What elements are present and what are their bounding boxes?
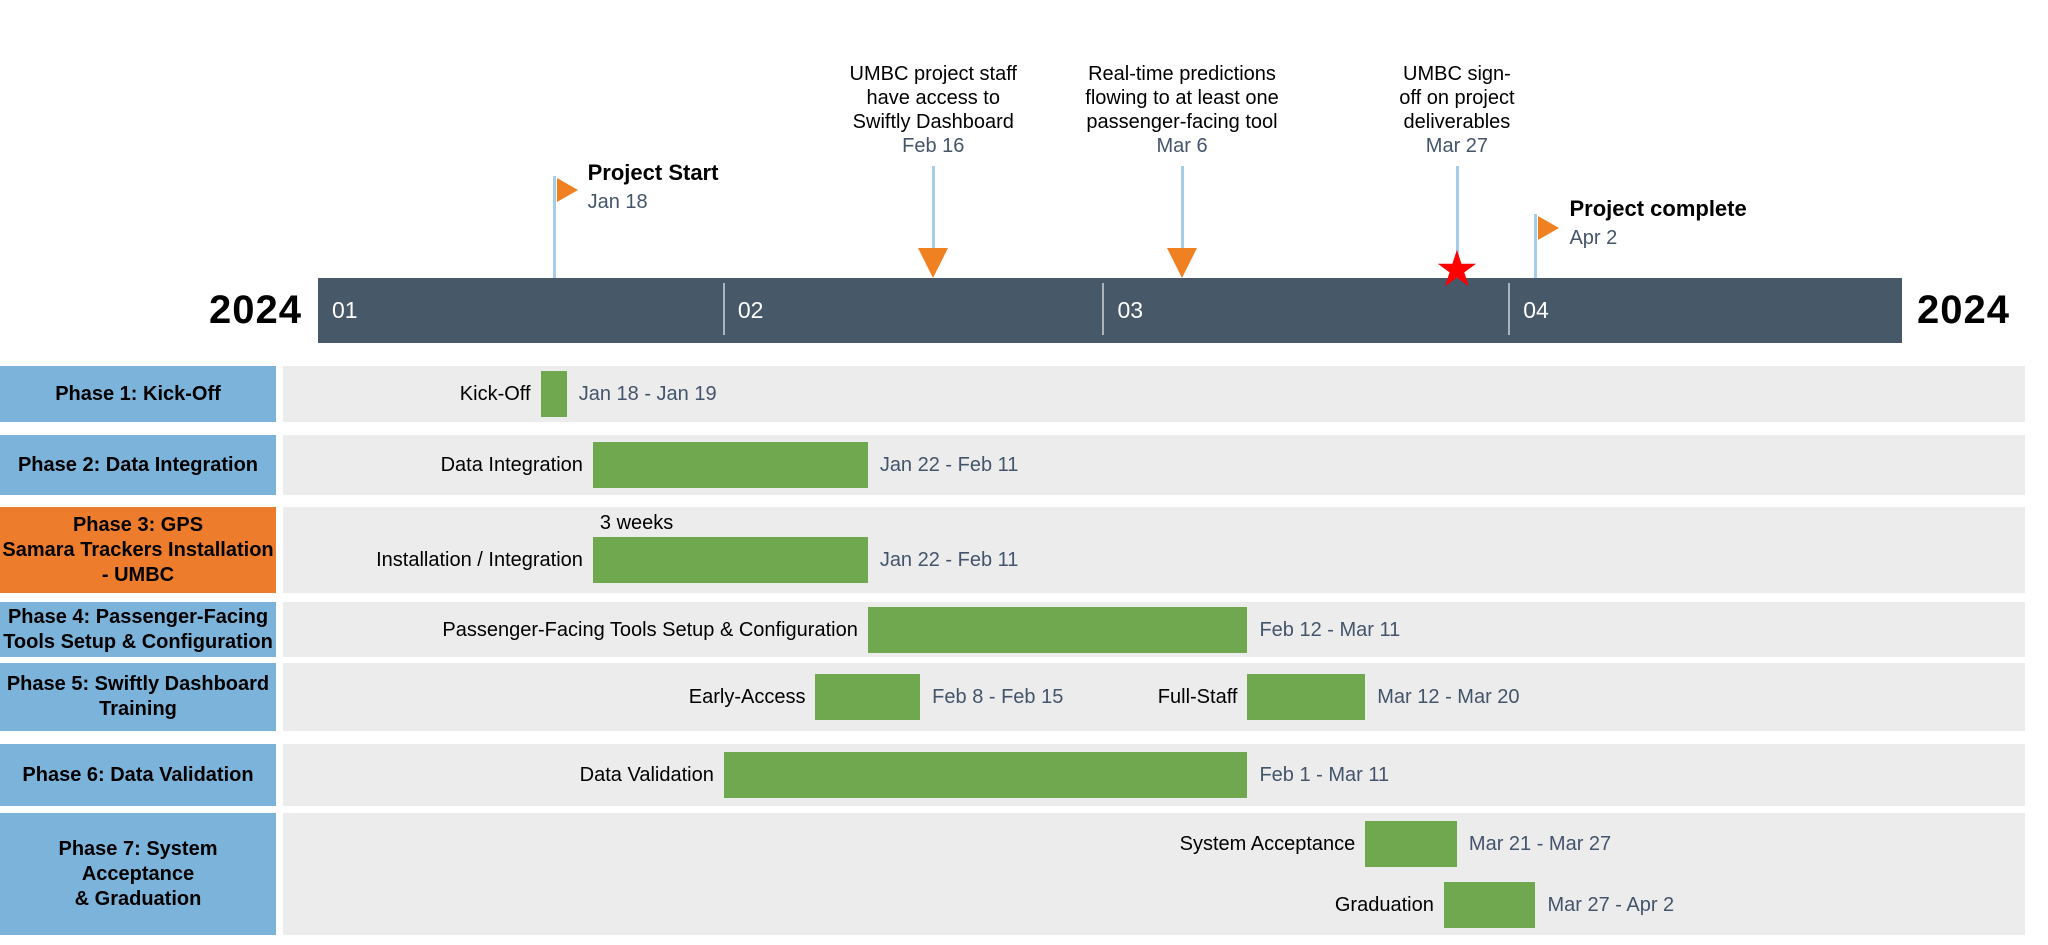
task-label-data-integration: Data Integration	[440, 454, 583, 476]
task-bar-data-integration	[592, 442, 868, 488]
task-bar-system-acceptance	[1365, 820, 1457, 867]
milestone-description-line: UMBC sign-	[1403, 63, 1511, 85]
milestone-description-line: UMBC project staff	[849, 63, 1017, 85]
task-dates-system-acceptance: Mar 21 - Mar 27	[1468, 832, 1612, 855]
phase-label-line: Training	[99, 698, 177, 720]
month-divider	[722, 283, 725, 335]
task-label-full-staff: Full-Staff	[1157, 686, 1238, 708]
phase-track-3	[283, 507, 2025, 593]
month-label-04: 04	[1523, 297, 1549, 323]
milestone-date: Feb 16	[902, 135, 965, 157]
task-dates-data-integration: Jan 22 - Feb 11	[879, 454, 1019, 476]
year-label-left: 2024	[209, 288, 302, 332]
phase-label-line: Tools Setup & Configuration	[3, 630, 273, 653]
task-dates-passenger-facing-tools-setup-configuration: Feb 12 - Mar 11	[1259, 618, 1401, 641]
month-divider	[1102, 283, 1105, 335]
task-label-graduation: Graduation	[1334, 893, 1434, 916]
milestone-description-line: off on project	[1399, 87, 1515, 109]
month-label-02: 02	[737, 297, 764, 323]
milestone-title-project-complete: Project complete	[1569, 196, 1747, 221]
task-label-early-access: Early-Access	[688, 686, 806, 708]
phase-label-line: Phase 2: Data Integration	[17, 453, 259, 476]
milestone-date: Jan 18	[587, 191, 648, 213]
star-icon: ★	[1434, 241, 1480, 297]
phase-label-6: Phase 6: Data Validation	[0, 744, 276, 806]
milestone-line	[552, 176, 556, 278]
milestone-date: Mar 6	[1156, 135, 1208, 157]
phase-label-line: & Graduation	[74, 887, 202, 910]
task-bar-graduation	[1443, 881, 1536, 928]
phase-label-line: Phase 4: Passenger-Facing	[7, 605, 269, 628]
task-dates-kick-off: Jan 18 - Jan 19	[578, 383, 717, 405]
phase-label-line: Phase 5: Swiftly Dashboard	[6, 673, 270, 695]
milestone-description-line: Swiftly Dashboard	[852, 111, 1014, 133]
milestone-line	[932, 166, 936, 248]
arrow-down-icon	[1167, 248, 1197, 278]
milestone-line	[1181, 166, 1184, 248]
milestone-description-line: passenger-facing tool	[1086, 111, 1278, 133]
milestone-date: Mar 27	[1425, 135, 1489, 157]
task-label-passenger-facing-tools-setup-configuration: Passenger-Facing Tools Setup & Configura…	[442, 618, 858, 641]
timeline-band: 01 02 03 04	[318, 278, 1902, 343]
phase-label-line: Phase 1: Kick-Off	[55, 382, 221, 405]
milestone-description-line: Real-time predictions	[1088, 63, 1276, 85]
phase-label-line: Phase 6: Data Validation	[22, 763, 254, 786]
task-bar-data-validation	[723, 752, 1248, 798]
milestone-line	[1534, 214, 1538, 278]
task-bar-early-access	[815, 674, 921, 720]
phase-label-line: - UMBC	[101, 563, 175, 586]
phase-label-line: Phase 3: GPS	[72, 513, 204, 536]
milestone-description-line: deliverables	[1403, 111, 1511, 133]
task-label-kick-off: Kick-Off	[459, 383, 531, 405]
task-bar-full-staff	[1247, 674, 1366, 720]
task-bar-passenger-facing-tools-setup-configuration	[867, 606, 1248, 653]
milestone-description-line: flowing to at least one	[1085, 87, 1279, 109]
task-dates-data-validation: Feb 1 - Mar 11	[1259, 764, 1390, 786]
flag-marker-icon	[556, 178, 578, 202]
task-dates-early-access: Feb 8 - Feb 15	[932, 686, 1064, 708]
phase-label-line: Phase 7: System Acceptance	[58, 837, 218, 885]
phase-track-1	[283, 366, 2025, 422]
task-label-system-acceptance: System Acceptance	[1179, 832, 1356, 855]
task-duration-note: 3 weeks	[599, 512, 674, 534]
milestone-line	[1455, 166, 1459, 258]
arrow-down-icon	[918, 248, 949, 278]
task-label-installation-integration: Installation / Integration	[376, 549, 583, 571]
task-bar-kick-off	[540, 371, 567, 417]
phase-track-7	[283, 813, 2025, 935]
phase-label-line: Samara Trackers Installation	[2, 538, 274, 561]
milestone-title-project-start: Project Start	[587, 160, 719, 185]
milestone-description-line: have access to	[866, 87, 1000, 109]
year-label-right: 2024	[1917, 288, 2010, 332]
task-dates-graduation: Mar 27 - Apr 2	[1547, 893, 1675, 916]
phase-track-2	[283, 435, 2025, 495]
phase-label-1: Phase 1: Kick-Off	[0, 366, 276, 422]
phase-track-5	[283, 663, 2025, 731]
month-label-01: 01	[332, 297, 358, 323]
task-dates-installation-integration: Jan 22 - Feb 11	[879, 549, 1019, 571]
phase-label-7: Phase 7: System Acceptance& Graduation	[0, 813, 276, 935]
month-divider	[1508, 283, 1511, 335]
task-label-data-validation: Data Validation	[579, 764, 714, 786]
task-bar-installation-integration	[592, 537, 868, 583]
flag-marker-icon	[1538, 216, 1560, 240]
task-dates-full-staff: Mar 12 - Mar 20	[1377, 686, 1520, 708]
month-label-03: 03	[1117, 297, 1144, 323]
milestone-date: Apr 2	[1569, 227, 1618, 249]
phase-label-2: Phase 2: Data Integration	[0, 435, 276, 495]
